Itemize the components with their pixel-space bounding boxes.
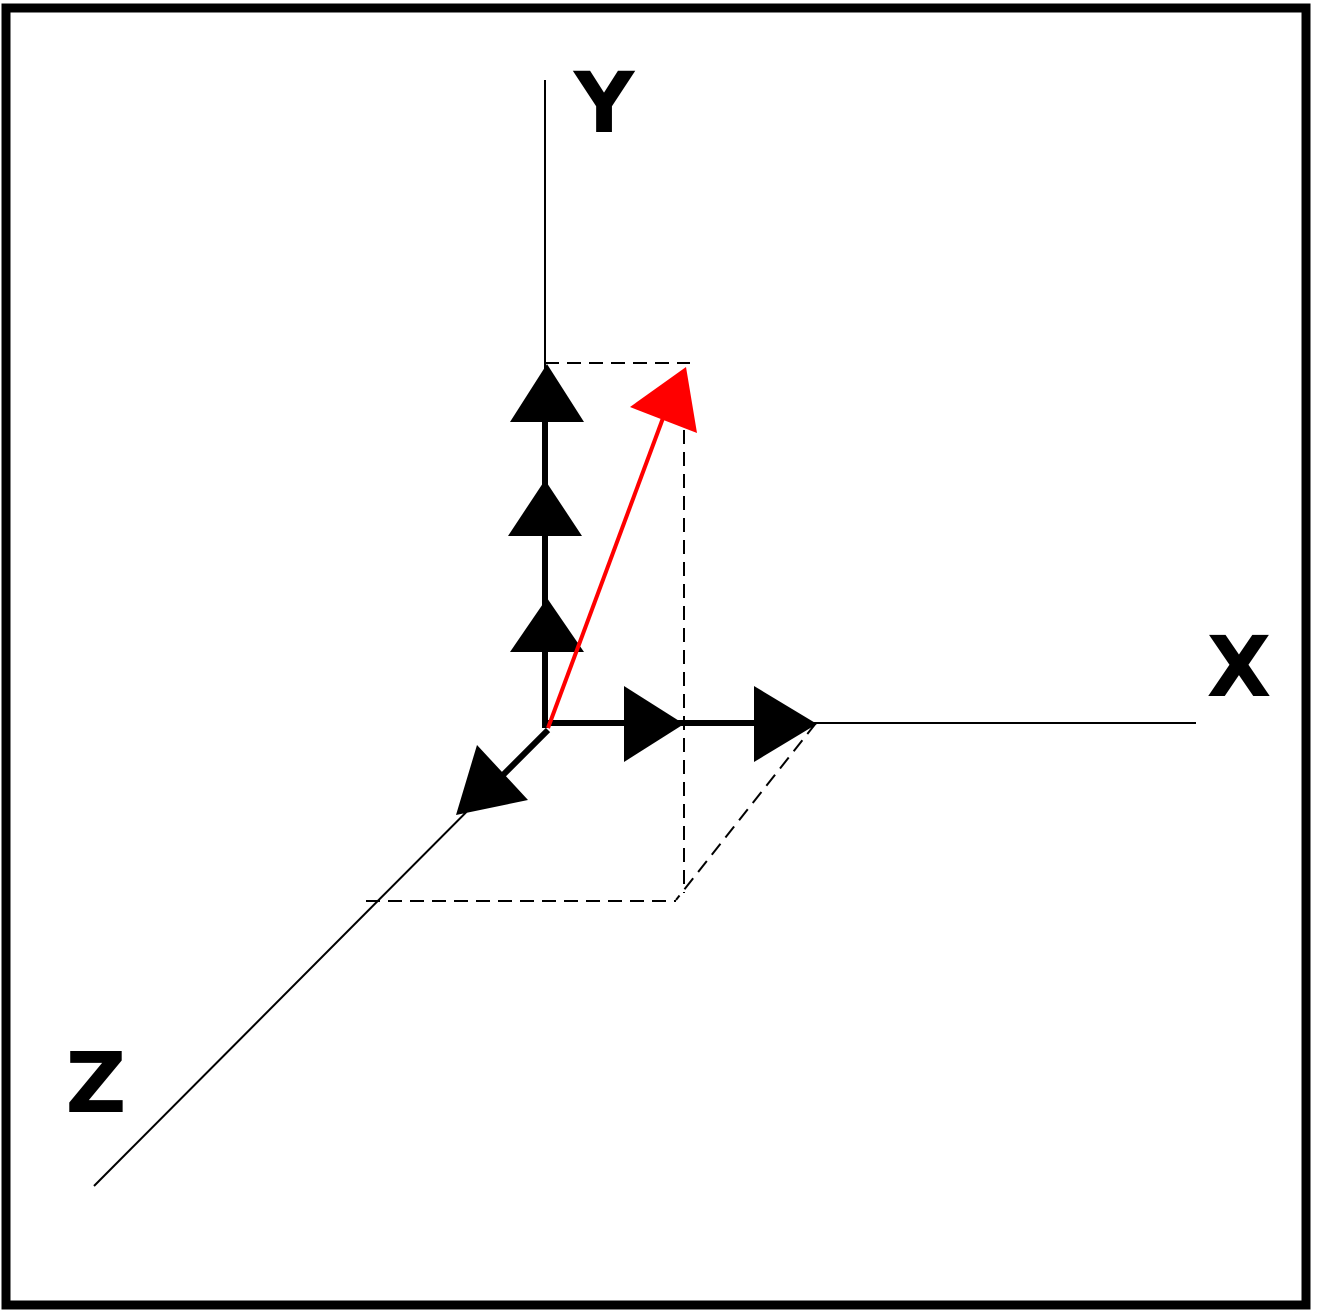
y-unit-arrowhead-2 — [508, 480, 582, 536]
z-unit-arrowhead — [456, 745, 528, 815]
y-axis-label: Y — [573, 54, 636, 152]
unit-vectors — [456, 364, 817, 815]
x-unit-arrowhead-1 — [624, 686, 684, 762]
x-unit-arrowhead-2 — [754, 686, 817, 762]
z-component-shaft — [494, 727, 551, 784]
projection-guides — [366, 362, 817, 902]
y-unit-arrowhead-3 — [510, 364, 584, 422]
diagram-border — [1, 3, 1311, 1310]
resultant-vector-arrowhead — [630, 367, 697, 433]
resultant-vector-shaft — [546, 409, 668, 729]
z-axis-label: Z — [66, 1034, 127, 1132]
x-axis-label: X — [1207, 618, 1272, 716]
floor-diagonal-dashed-line — [675, 722, 817, 901]
resultant-vector — [546, 367, 697, 729]
y-unit-arrowhead-1 — [510, 598, 584, 652]
